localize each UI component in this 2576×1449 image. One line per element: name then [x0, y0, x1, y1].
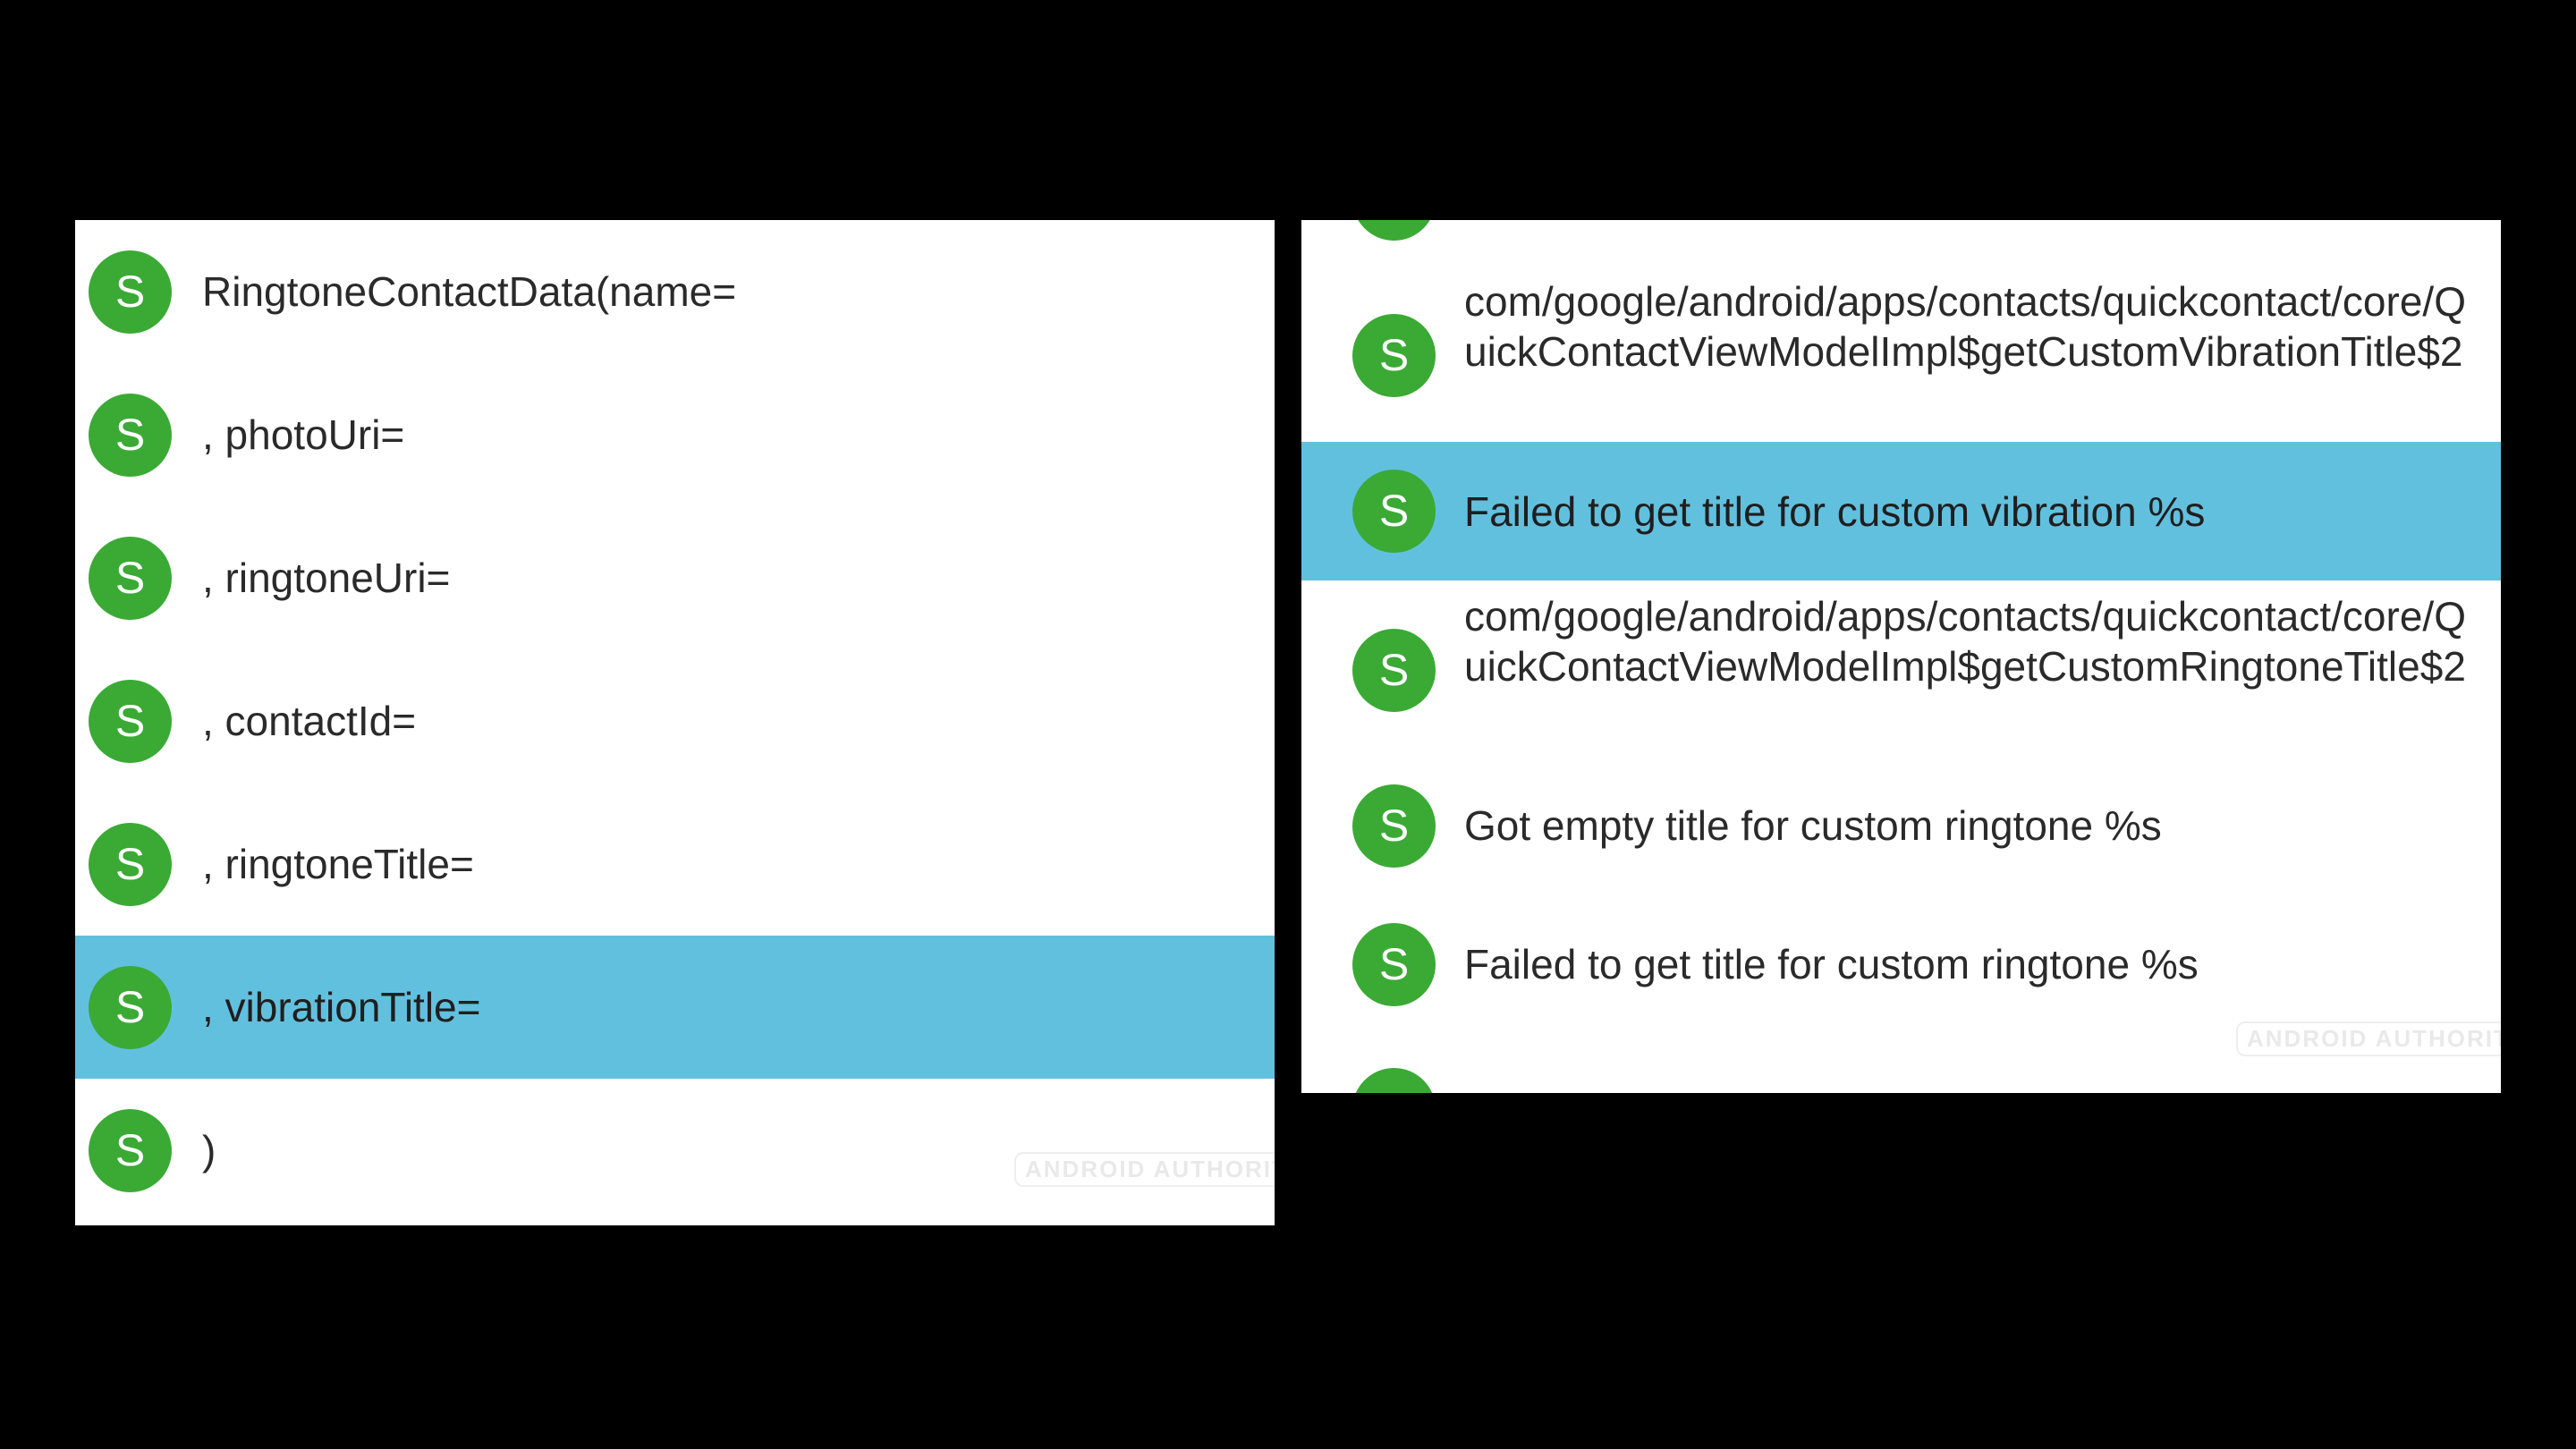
list-item[interactable]: S , ringtoneUri=	[75, 506, 1275, 649]
list-item[interactable]: S )	[75, 1079, 1275, 1225]
list-item[interactable]: S Got empty title for custom ringtone %s	[1301, 759, 2501, 898]
list-item[interactable]: S com/google/android/apps/contacts/quick…	[1301, 580, 2501, 759]
watermark-logo: ANDROID AUTHORITY	[1014, 1152, 1275, 1187]
list-item[interactable]: S com/google/android/apps/contacts/quick…	[1301, 220, 2501, 442]
string-type-icon: S	[1352, 629, 1436, 712]
string-type-icon: S	[89, 1109, 172, 1192]
list-item[interactable]: S , ringtoneTitle=	[75, 792, 1275, 936]
string-type-icon: S	[1352, 784, 1436, 868]
list-item-selected[interactable]: S , vibrationTitle=	[75, 936, 1275, 1079]
list-item-text: com/google/android/apps/contacts/quickco…	[1464, 593, 2466, 690]
string-type-icon: S	[1352, 470, 1436, 553]
string-type-icon	[1352, 1068, 1436, 1093]
list-item[interactable]: S , photoUri=	[75, 363, 1275, 506]
string-type-icon: S	[89, 250, 172, 334]
list-item-text: , photoUri=	[202, 411, 405, 458]
list-item-text: , ringtoneUri=	[202, 555, 451, 601]
list-item-text: RingtoneContactData(name=	[202, 268, 737, 315]
list-item[interactable]: S Failed to get title for custom rington…	[1301, 898, 2501, 1037]
list-item-text: Failed to get title for custom vibration…	[1464, 488, 2206, 535]
list-item-text: , contactId=	[202, 698, 417, 744]
left-string-list[interactable]: S RingtoneContactData(name= S , photoUri…	[75, 220, 1275, 1225]
list-item-text: Failed to get title for custom ringtone …	[1464, 941, 2199, 987]
list-item-selected[interactable]: S Failed to get title for custom vibrati…	[1301, 442, 2501, 580]
string-type-icon: S	[89, 966, 172, 1049]
right-string-list[interactable]: S com/google/android/apps/contacts/quick…	[1301, 220, 2501, 1093]
string-type-icon: S	[89, 823, 172, 906]
list-item-text: com/google/android/apps/contacts/quickco…	[1464, 278, 2466, 375]
list-item-text: Got empty title for custom ringtone %s	[1464, 802, 2162, 849]
string-type-icon: S	[1352, 923, 1436, 1006]
string-type-icon: S	[1352, 314, 1436, 397]
string-type-icon: S	[89, 394, 172, 477]
watermark-logo: ANDROID AUTHORITY	[2236, 1021, 2501, 1056]
list-item-text: , ringtoneTitle=	[202, 841, 474, 887]
list-item-text: , vibrationTitle=	[202, 984, 481, 1030]
string-type-icon: S	[89, 680, 172, 763]
list-item-text: )	[202, 1127, 216, 1174]
list-item[interactable]: S RingtoneContactData(name=	[75, 220, 1275, 363]
list-item[interactable]: S , contactId=	[75, 649, 1275, 792]
string-type-icon: S	[89, 537, 172, 620]
